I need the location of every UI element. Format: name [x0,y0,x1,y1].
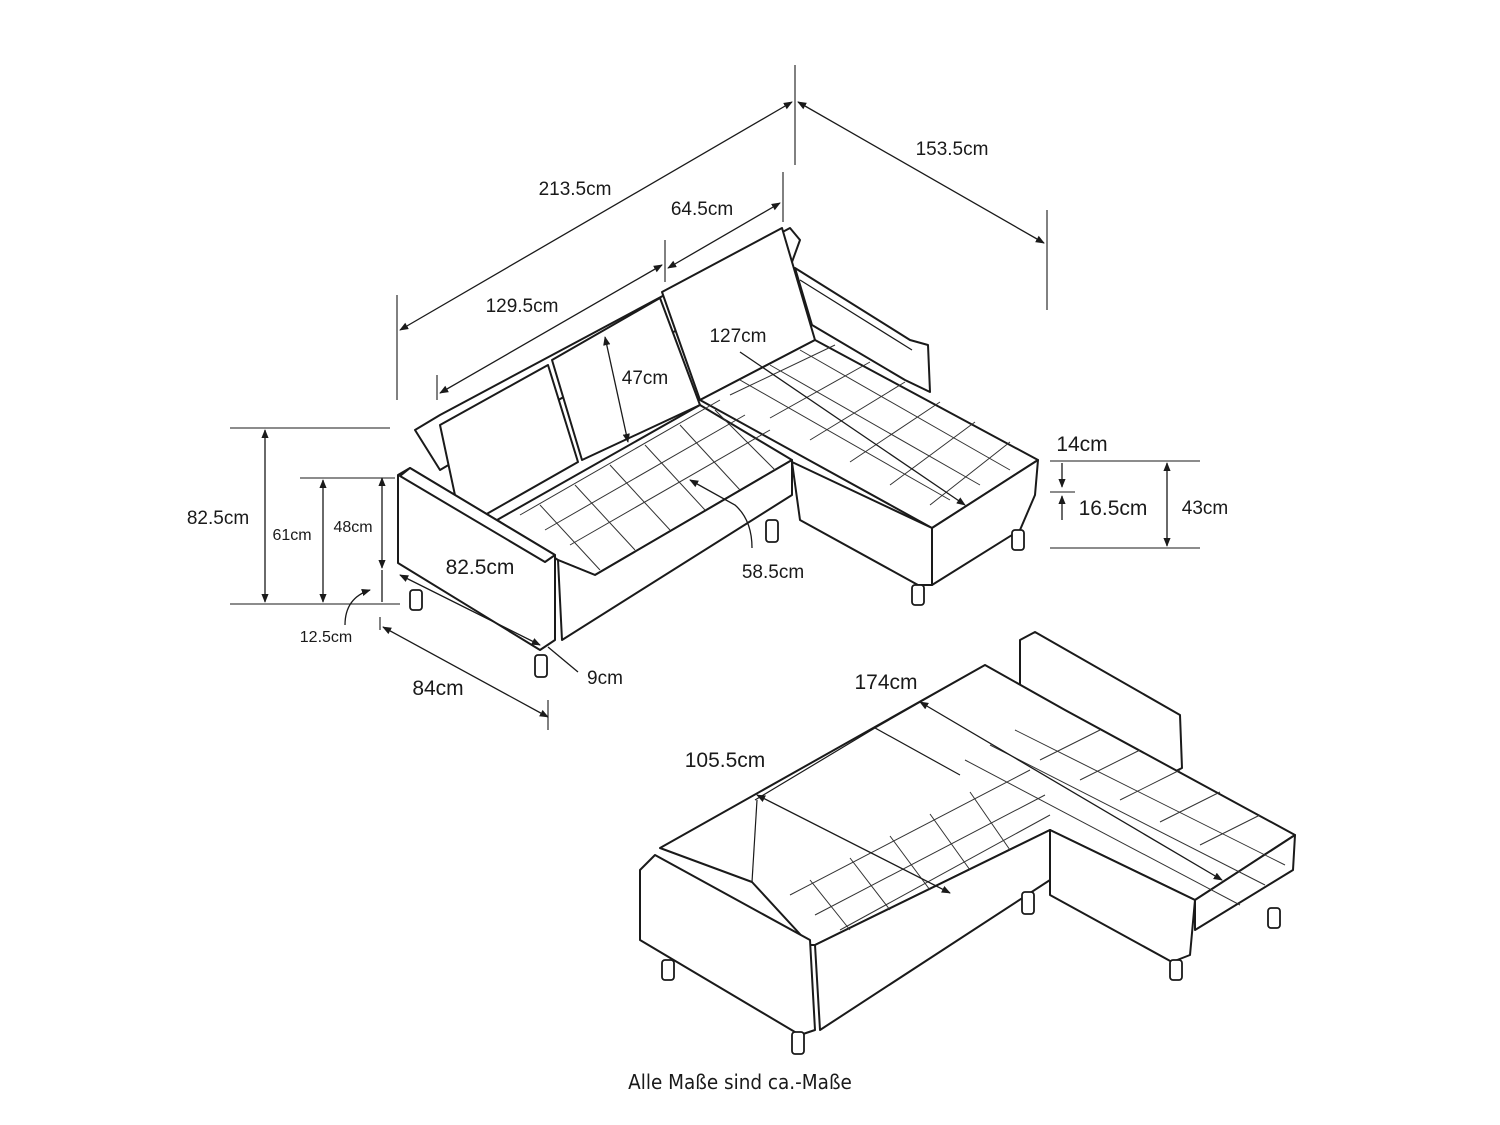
sofa-bed-drawing [639,631,1296,1055]
bed-front-armrest [639,854,816,1036]
label-leg-height: 12.5cm [300,629,352,646]
label-bed-width: 105.5cm [685,749,766,772]
sofa-upright-drawing [397,227,1039,678]
dimension-labels: 213.5cm 153.5cm 64.5cm 129.5cm 127cm 47c… [187,139,1228,772]
label-bed-length: 174cm [854,671,917,694]
label-sofa-seat-width: 129.5cm [486,296,559,317]
label-seat-depth: 58.5cm [742,562,804,583]
label-depth: 82.5cm [446,556,515,579]
label-armrest-height: 61cm [272,527,311,544]
chaise-tufting [729,344,1011,506]
label-total-depth: 84cm [412,677,463,700]
label-cushion-thickness: 14cm [1056,433,1107,456]
label-frame-height: 16.5cm [1079,497,1148,520]
label-chaise-depth: 153.5cm [916,139,989,160]
label-chaise-height: 43cm [1182,498,1228,519]
label-chaise-seat-length: 127cm [709,326,766,347]
label-total-width: 213.5cm [539,179,612,200]
label-total-height: 82.5cm [187,508,249,529]
sofa-tufting [519,399,776,571]
label-seat-height: 48cm [333,519,372,536]
footnote-approximate: Alle Maße sind ca.-Maße [628,1070,852,1094]
dimension-lines [230,65,1223,894]
label-armrest-width: 9cm [587,668,623,689]
label-chaise-seat-width: 64.5cm [671,199,733,220]
label-backrest-height: 47cm [622,368,668,389]
